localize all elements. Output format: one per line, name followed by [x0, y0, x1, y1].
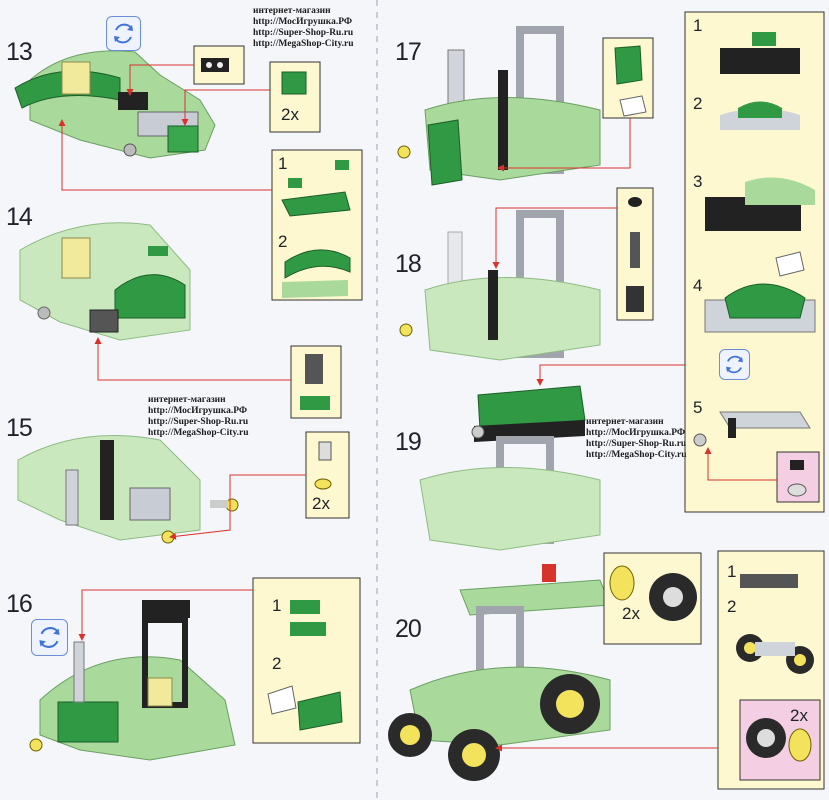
step-number-14: 14 [6, 203, 33, 231]
step16-model [29, 600, 236, 761]
shop-info-left: интернет-магазин http://МосИгрушка.РФ ht… [148, 395, 249, 439]
step-number-19: 19 [395, 428, 422, 456]
step13-part-green-brick [269, 61, 321, 133]
step-number-15: 15 [6, 414, 33, 442]
step13-part-brick-white [193, 45, 245, 85]
step20-right-callout [717, 550, 825, 790]
step18-part-exhaust [616, 187, 654, 321]
shop-info-line: http://MegaShop-City.ru [586, 450, 687, 460]
step17-right-callout [684, 11, 825, 513]
step15-part-axle [305, 431, 350, 519]
quantity-step20-wheel: 2x [622, 604, 640, 623]
shop-info-line: http://Super-Shop-Ru.ru [586, 439, 687, 449]
step14-model [19, 222, 191, 341]
shop-info-line: интернет-магазин [586, 417, 664, 427]
substep-16-2: 2 [272, 654, 282, 673]
substep-20-2: 2 [727, 597, 737, 616]
shop-info-line: http://МосИгрушка.РФ [586, 428, 686, 438]
step15-model [17, 435, 239, 544]
step17-model [397, 26, 601, 186]
step13-subassembly-callout [271, 149, 363, 301]
quantity-step15-axle: 2x [312, 494, 330, 513]
substep-17-3: 3 [693, 172, 703, 191]
substep-17-1: 1 [693, 16, 703, 35]
step-number-13: 13 [6, 38, 33, 66]
substep-17-4: 4 [693, 276, 703, 295]
step20-part-wheel [603, 552, 702, 645]
shop-info-line: http://МосИгрушка.РФ [148, 406, 248, 416]
step14-part-bracket [290, 345, 342, 419]
shop-info-line: http://Super-Shop-Ru.ru [148, 417, 249, 427]
shop-info-line: http://МосИгрушка.РФ [253, 17, 353, 27]
substep-16-1: 1 [272, 596, 282, 615]
step16-subassembly-callout [252, 577, 361, 744]
step-number-16: 16 [6, 590, 33, 618]
shop-info-line: http://Super-Shop-Ru.ru [253, 28, 354, 38]
shop-info-line: http://MegaShop-City.ru [253, 39, 354, 49]
step-number-20: 20 [395, 615, 422, 643]
substep-17-5: 5 [693, 398, 703, 417]
shop-info-line: http://MegaShop-City.ru [148, 428, 249, 438]
step-number-17: 17 [395, 38, 422, 66]
quantity-step20-hub: 2x [790, 706, 808, 725]
step19-model [419, 385, 601, 551]
step-number-18: 18 [395, 250, 422, 278]
step17-part-grille [602, 37, 654, 119]
substep-13-1: 1 [278, 154, 288, 173]
shop-info-top: интернет-магазин http://МосИгрушка.РФ ht… [253, 6, 354, 50]
rotate-icon [106, 16, 141, 51]
step20-model [388, 564, 611, 781]
shop-info-right: интернет-магазин http://МосИгрушка.РФ ht… [586, 417, 687, 461]
substep-20-1: 1 [727, 562, 737, 581]
page-fold [376, 0, 378, 800]
rotate-icon [31, 619, 68, 656]
rotate-icon [719, 349, 750, 380]
shop-info-line: интернет-магазин [253, 6, 331, 16]
quantity-step13-brick: 2x [281, 105, 299, 124]
substep-13-2: 2 [278, 232, 288, 251]
substep-17-2: 2 [693, 94, 703, 113]
shop-info-line: интернет-магазин [148, 395, 226, 405]
step18-model [399, 210, 601, 361]
